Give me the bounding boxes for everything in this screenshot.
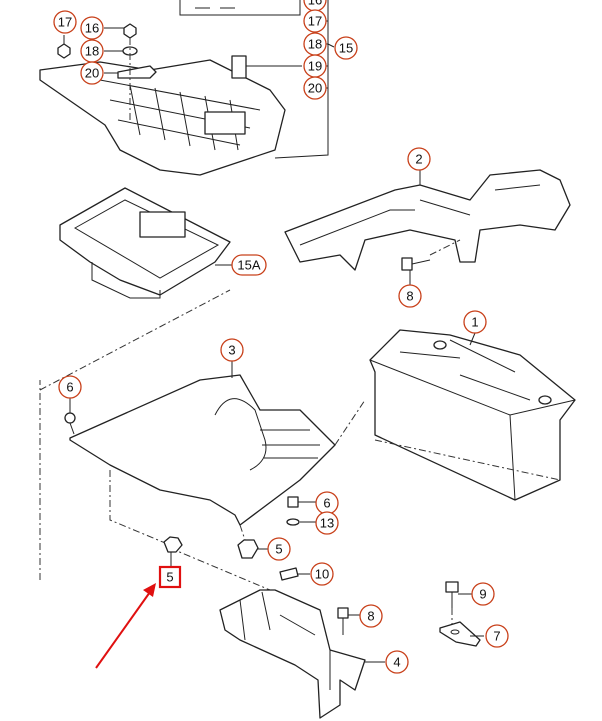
callout-label: 8 xyxy=(406,289,413,304)
screw-10 xyxy=(279,567,310,581)
callout-17-left: 17 xyxy=(53,10,77,34)
relay-carrier-assembly xyxy=(39,0,301,176)
callout-7: 7 xyxy=(485,624,509,648)
callout-1: 1 xyxy=(463,310,487,334)
callout-label: 7 xyxy=(493,629,500,644)
callout-20-top: 20 xyxy=(303,76,327,100)
callout-label: 8 xyxy=(367,609,374,624)
callout-label: 15A xyxy=(237,258,260,273)
assembly-line-a xyxy=(39,289,231,391)
callout-label: 18 xyxy=(85,44,99,59)
callout-label: 1 xyxy=(471,315,478,330)
callout-label: 16 xyxy=(308,0,322,8)
bracket-4 xyxy=(219,589,385,719)
callout-label: 20 xyxy=(308,81,322,96)
callout-20-left: 20 xyxy=(80,61,104,85)
battery xyxy=(369,329,576,501)
red-pointer-arrow xyxy=(95,583,156,669)
screw-8-bottom xyxy=(337,607,360,635)
bolt-9 xyxy=(445,581,472,628)
callout-15: 15 xyxy=(334,36,358,60)
callout-label: 10 xyxy=(315,567,329,582)
fastener-stack-left xyxy=(57,23,157,120)
callout-label: 17 xyxy=(308,14,322,29)
group-15-bracket xyxy=(274,0,329,159)
fuse xyxy=(231,55,302,79)
tray-cover-3 xyxy=(69,360,336,546)
highlighted-part-label: 5 xyxy=(158,565,182,589)
callout-2: 2 xyxy=(407,147,431,171)
callout-label: 18 xyxy=(308,37,322,52)
bracket-2 xyxy=(284,169,571,271)
callout-label: 6 xyxy=(66,380,73,395)
clip-5-mid xyxy=(237,539,268,559)
callout-label: 16 xyxy=(85,21,99,36)
callout-18-top: 18 xyxy=(303,32,327,56)
callout-3: 3 xyxy=(220,338,244,362)
hold-down-clamp-7 xyxy=(439,621,484,647)
highlighted-label: 5 xyxy=(166,570,173,585)
callout-8-top: 8 xyxy=(398,284,422,308)
callout-label: 15 xyxy=(339,41,353,56)
callout-15a: 15A xyxy=(231,254,267,276)
callout-label: 4 xyxy=(393,655,400,670)
assembly-line-b xyxy=(334,399,366,446)
assembly-line-c xyxy=(169,547,271,591)
callout-label: 13 xyxy=(320,516,334,531)
callout-label: 5 xyxy=(275,542,282,557)
callout-label: 2 xyxy=(415,152,422,167)
callout-label: 20 xyxy=(85,66,99,81)
callout-label: 9 xyxy=(479,587,486,602)
screw-6-left xyxy=(64,398,76,435)
callout-label: 3 xyxy=(228,343,235,358)
clip-5-highlighted-part xyxy=(163,536,183,567)
callout-17-top: 17 xyxy=(303,9,327,33)
screw-6-right-washer-13 xyxy=(286,496,318,526)
callout-8-bottom: 8 xyxy=(359,604,383,628)
screw-8-top xyxy=(401,239,461,285)
callout-5-mid: 5 xyxy=(267,537,291,561)
callout-6-left: 6 xyxy=(58,375,82,399)
callout-6-right: 6 xyxy=(315,491,339,515)
callout-label: 17 xyxy=(58,15,72,30)
callout-9: 9 xyxy=(471,582,495,606)
callout-18-left: 18 xyxy=(80,39,104,63)
callout-10: 10 xyxy=(310,562,334,586)
cover-15a xyxy=(59,187,234,299)
callout-4: 4 xyxy=(385,650,409,674)
callout-13: 13 xyxy=(315,511,339,535)
callout-label: 6 xyxy=(323,496,330,511)
callout-label: 19 xyxy=(308,59,322,74)
callout-16-left: 16 xyxy=(80,16,104,40)
callout-19: 19 xyxy=(303,54,327,78)
